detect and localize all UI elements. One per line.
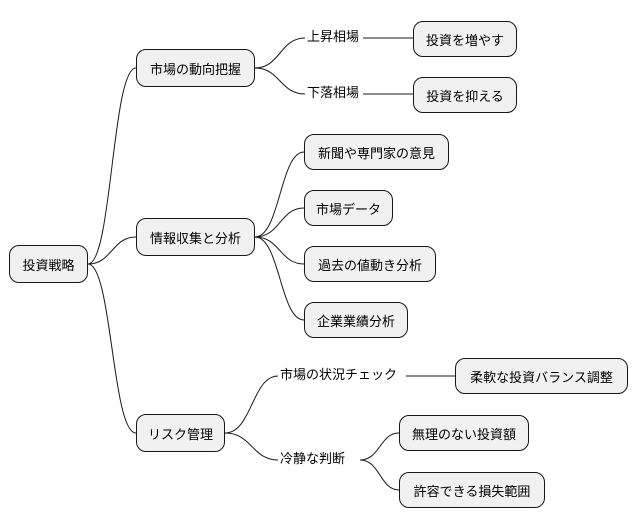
link-risk-judgement xyxy=(224,432,279,461)
market-check-label: 市場の状況チェック xyxy=(280,368,398,383)
calm-judgement-label: 冷静な判断 xyxy=(280,452,346,467)
market-data-node: 市場データ xyxy=(304,190,393,226)
link-judgement-reasonable xyxy=(359,432,400,461)
falling-market-label: 下落相場 xyxy=(307,86,360,101)
earnings-analysis-node: 企業業績分析 xyxy=(304,302,408,338)
link-info-earnings xyxy=(254,236,305,321)
link-judgement-tolerable xyxy=(359,459,400,491)
restrain-investment-node: 投資を抑える xyxy=(413,77,517,113)
risk-management-node: リスク管理 xyxy=(136,414,225,452)
tolerable-loss-node: 許容できる損失範囲 xyxy=(399,472,545,508)
market-trend-node: 市場の動向把握 xyxy=(136,49,255,87)
link-info-news xyxy=(254,151,305,238)
root-node: 投資戦略 xyxy=(9,245,88,283)
link-info-history xyxy=(254,236,305,265)
link-root-info xyxy=(87,236,137,265)
price-history-node: 過去の値動き分析 xyxy=(304,246,436,282)
link-market-falling xyxy=(254,67,306,95)
link-market-rising xyxy=(254,37,306,69)
flexible-balance-node: 柔軟な投資バランス調整 xyxy=(455,358,628,394)
link-info-data xyxy=(254,207,305,238)
link-root-risk xyxy=(87,263,137,434)
info-analysis-node: 情報収集と分析 xyxy=(136,218,255,256)
increase-investment-node: 投資を増やす xyxy=(413,21,517,57)
reasonable-amount-node: 無理のない投資額 xyxy=(399,415,529,451)
link-risk-check xyxy=(224,375,279,434)
link-root-market xyxy=(87,67,137,265)
news-experts-node: 新聞や専門家の意見 xyxy=(304,134,449,170)
rising-market-label: 上昇相場 xyxy=(307,30,360,45)
